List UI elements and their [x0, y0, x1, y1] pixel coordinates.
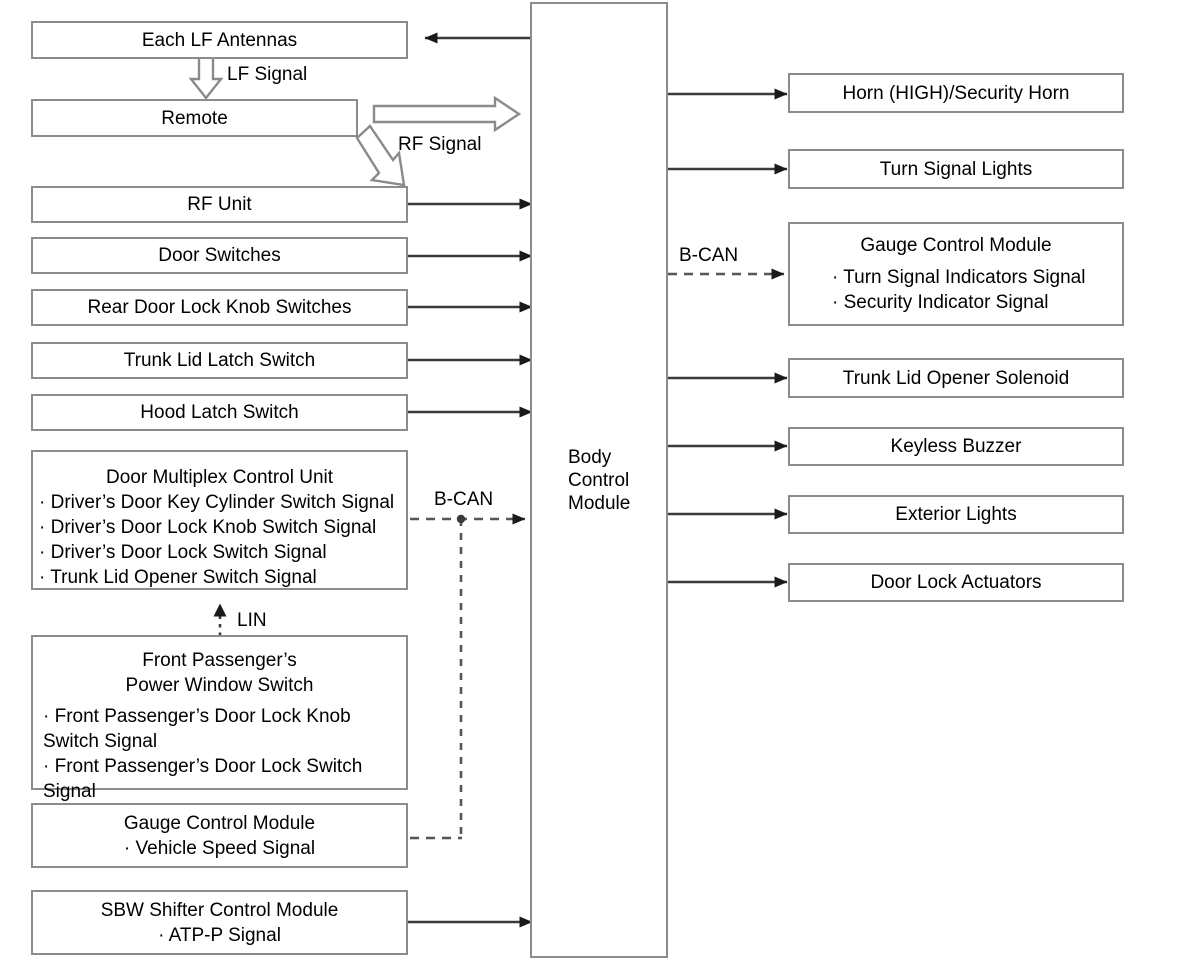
node-label: Body Control Module: [568, 446, 631, 514]
node-label-line2: Power Window Switch: [125, 675, 314, 696]
lf-signal-hollow-arrow-icon: [188, 55, 224, 100]
edge-label-bcan-left: B-CAN: [434, 489, 494, 510]
node-bullet-list: · Driver’s Door Key Cylinder Switch Sign…: [33, 490, 406, 590]
node-trunk-lid-opener-solenoid[interactable]: Trunk Lid Opener Solenoid: [788, 358, 1124, 398]
node-label: Door Lock Actuators: [870, 572, 1042, 593]
node-label: Exterior Lights: [895, 504, 1017, 525]
node-rear-door-lock-knob-switches[interactable]: Rear Door Lock Knob Switches: [31, 289, 408, 326]
node-label: Gauge Control Module: [860, 235, 1052, 256]
node-bullet-list: · ATP-P Signal: [33, 923, 406, 948]
node-gauge-control-module-right[interactable]: Gauge Control Module · Turn Signal Indic…: [788, 222, 1124, 326]
node-exterior-lights[interactable]: Exterior Lights: [788, 495, 1124, 534]
edge-label-bcan-right: B-CAN: [679, 245, 739, 266]
node-horn-high-security-horn[interactable]: Horn (HIGH)/Security Horn: [788, 73, 1124, 113]
rf-signal-hollow-arrow-diagonal-icon: [355, 124, 406, 187]
node-sbw-shifter-control-module[interactable]: SBW Shifter Control Module · ATP-P Signa…: [31, 890, 408, 955]
node-bullet-list: · Turn Signal Indicators Signal · Securi…: [790, 265, 1122, 315]
node-door-lock-actuators[interactable]: Door Lock Actuators: [788, 563, 1124, 602]
node-label: Gauge Control Module: [123, 812, 316, 834]
bullet-item: · Front Passenger’s Door Lock Switch Sig…: [43, 756, 363, 802]
node-hood-latch-switch[interactable]: Hood Latch Switch: [31, 394, 408, 431]
connector-bcan-left-bus: [410, 513, 526, 840]
node-keyless-buzzer[interactable]: Keyless Buzzer: [788, 427, 1124, 466]
edge-label-lf-signal: LF Signal: [227, 64, 308, 85]
node-label: Door Multiplex Control Unit: [105, 467, 334, 488]
node-rf-unit[interactable]: RF Unit: [31, 186, 408, 223]
node-trunk-lid-latch-switch[interactable]: Trunk Lid Latch Switch: [31, 342, 408, 379]
bullet-item: · Vehicle Speed Signal: [123, 837, 316, 859]
node-label: Door Switches: [158, 245, 281, 266]
node-label: RF Unit: [187, 194, 252, 215]
node-label: Trunk Lid Latch Switch: [123, 350, 316, 371]
node-label: Turn Signal Lights: [879, 158, 1033, 180]
node-label: Remote: [161, 107, 228, 129]
rf-signal-hollow-arrow-right-icon: [372, 95, 522, 133]
node-label: SBW Shifter Control Module: [100, 899, 339, 921]
node-label: Each LF Antennas: [141, 29, 298, 51]
edge-label-rf-signal: RF Signal: [398, 134, 482, 155]
node-bullet-list: · Front Passenger’s Door Lock Knob Switc…: [33, 704, 406, 804]
node-label-line1: Front Passenger’s: [142, 650, 297, 671]
bullet-item: · Driver’s Door Key Cylinder Switch Sign…: [39, 492, 395, 513]
node-label: Horn (HIGH)/Security Horn: [842, 82, 1070, 104]
node-each-lf-antennas[interactable]: Each LF Antennas: [31, 21, 408, 59]
node-door-switches[interactable]: Door Switches: [31, 237, 408, 274]
bullet-item: · ATP-P Signal: [158, 924, 281, 946]
node-door-multiplex-control-unit[interactable]: Door Multiplex Control Unit · Driver’s D…: [31, 450, 408, 590]
bullet-item: · Security Indicator Signal: [832, 292, 1049, 313]
node-gauge-control-module-left[interactable]: Gauge Control Module · Vehicle Speed Sig…: [31, 803, 408, 868]
node-front-passenger-power-window-switch[interactable]: Front Passenger’s Power Window Switch · …: [31, 635, 408, 802]
node-label: Keyless Buzzer: [890, 436, 1022, 457]
node-label: Hood Latch Switch: [140, 402, 299, 423]
bullet-item: · Front Passenger’s Door Lock Knob Switc…: [43, 706, 351, 752]
edge-label-lin: LIN: [237, 610, 267, 631]
node-body-control-module[interactable]: Body Control Module: [530, 2, 668, 958]
node-remote[interactable]: Remote: [31, 99, 358, 137]
bullet-item: · Driver’s Door Lock Switch Signal: [39, 542, 327, 563]
bullet-item: · Trunk Lid Opener Switch Signal: [39, 567, 317, 588]
node-bullet-list: · Vehicle Speed Signal: [33, 836, 406, 861]
bullet-item: · Turn Signal Indicators Signal: [832, 267, 1086, 288]
node-label: Rear Door Lock Knob Switches: [87, 297, 352, 318]
node-turn-signal-lights[interactable]: Turn Signal Lights: [788, 149, 1124, 189]
node-label: Trunk Lid Opener Solenoid: [842, 367, 1070, 389]
bullet-item: · Driver’s Door Lock Knob Switch Signal: [39, 517, 377, 538]
